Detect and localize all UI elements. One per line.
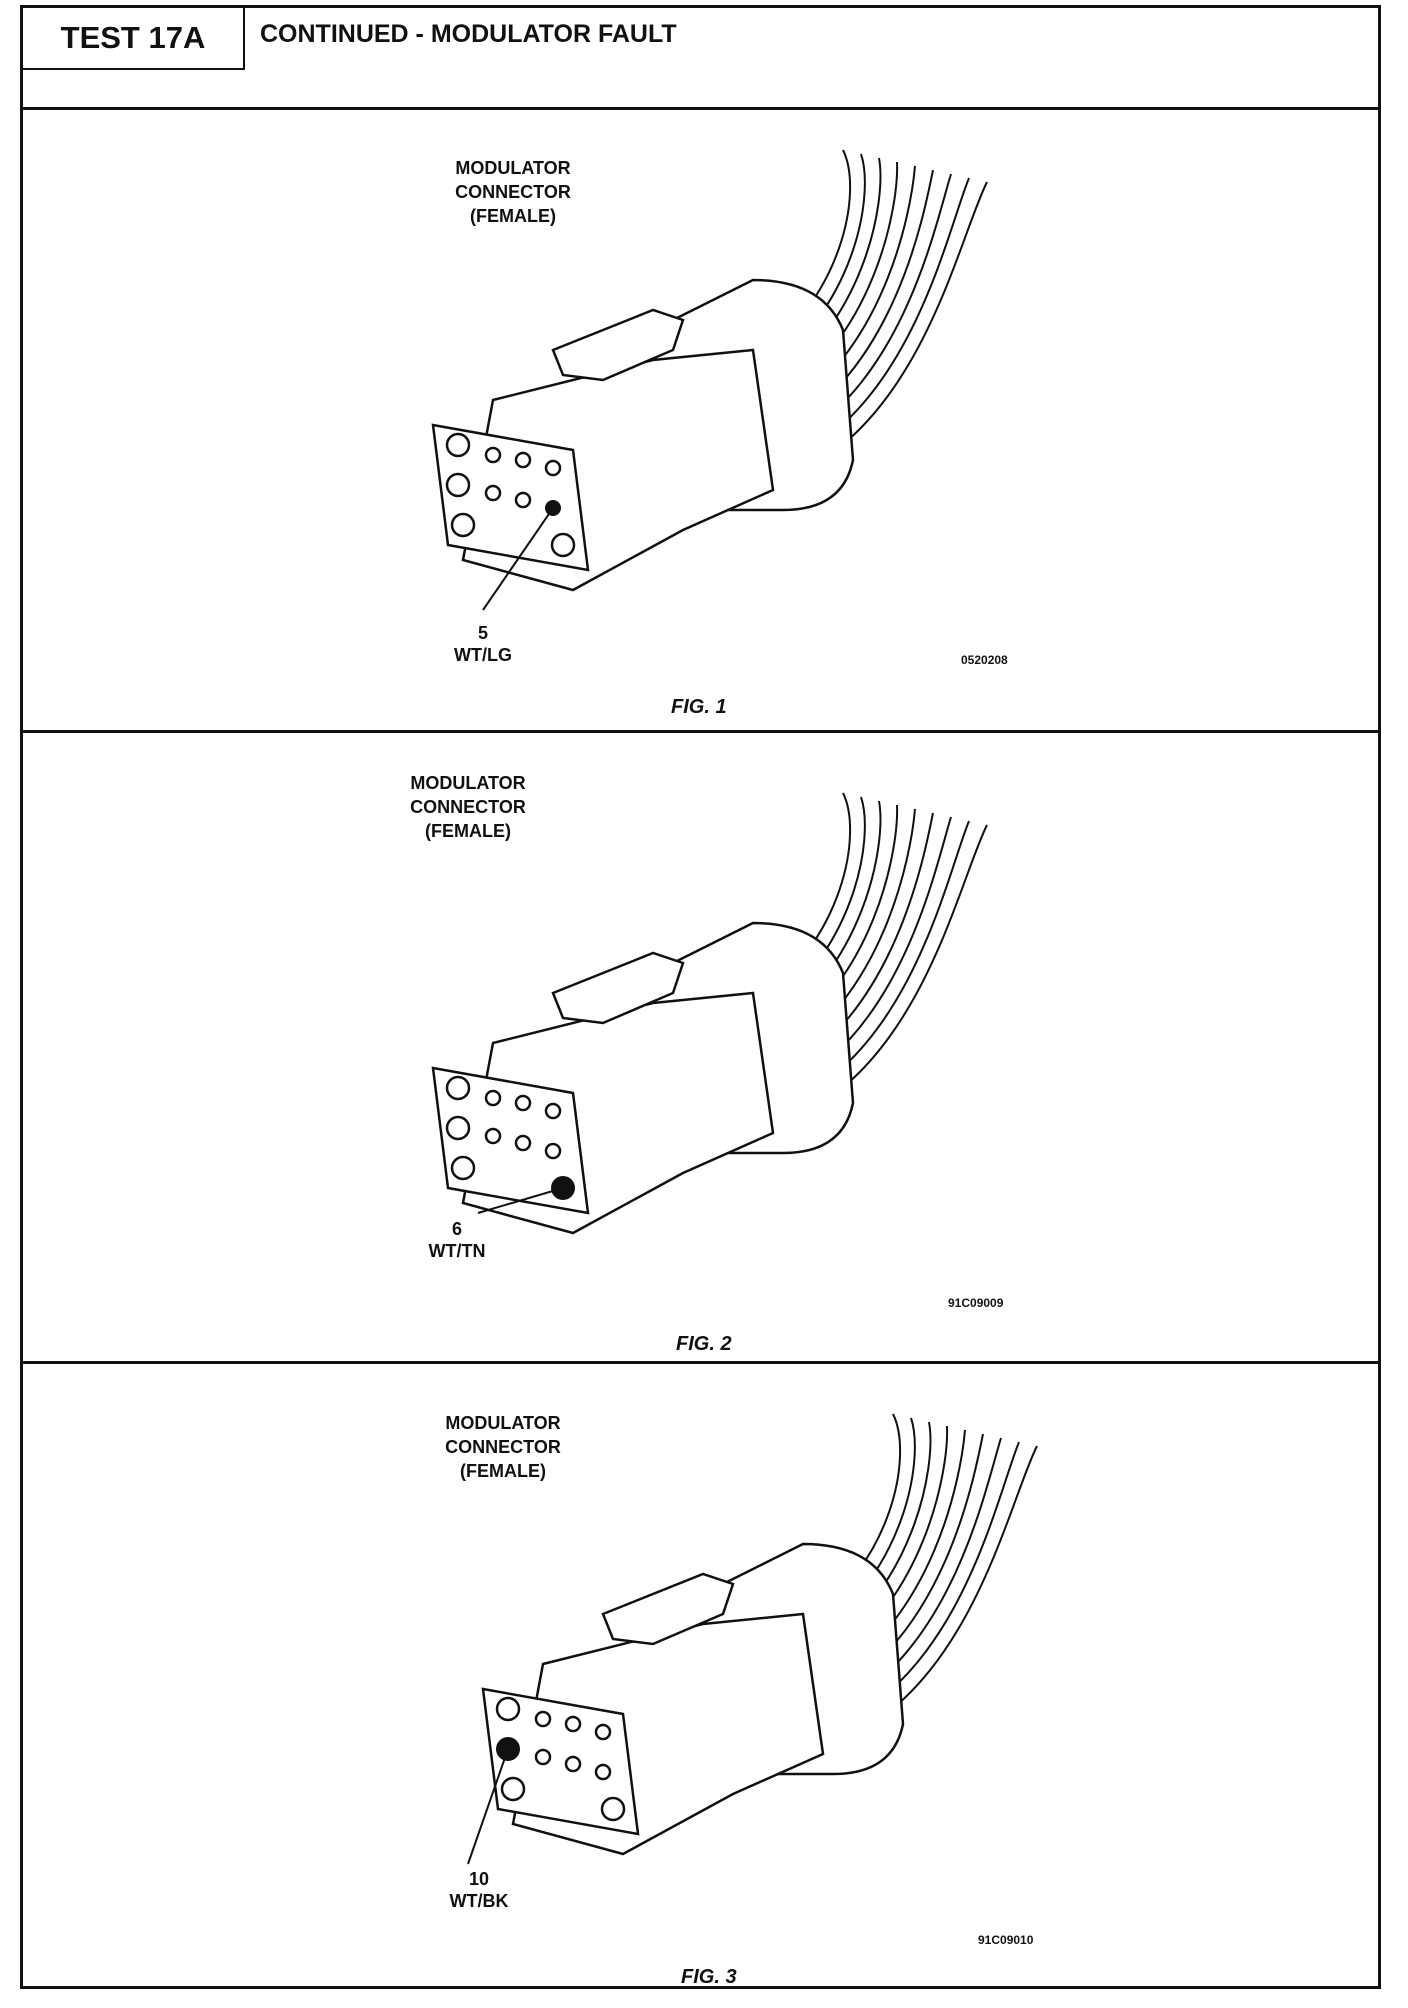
page-title: CONTINUED - MODULATOR FAULT <box>260 20 677 48</box>
pin-cavity <box>484 446 502 464</box>
connector-latch <box>551 308 685 382</box>
pin-cavity <box>564 1755 582 1773</box>
image-code: 0520208 <box>961 653 1008 667</box>
leader-line <box>482 507 554 611</box>
wire-color: WT/LG <box>454 645 512 665</box>
page-frame: TEST 17A CONTINUED - MODULATOR FAULT MOD… <box>20 5 1381 1989</box>
figure-panel-2: MODULATOR CONNECTOR (FEMALE) 6 WT/TN 91C… <box>23 733 1378 1361</box>
pin-cavity <box>450 512 476 538</box>
pin-cavity <box>445 1115 471 1141</box>
pin-cavity <box>514 451 532 469</box>
pin-cavity <box>600 1796 626 1822</box>
pin-number: 6 <box>451 1219 462 1239</box>
pin-cavity <box>534 1748 552 1766</box>
connector-illustration <box>431 149 988 611</box>
pin-cavity <box>550 532 576 558</box>
connector-latch <box>601 1572 735 1646</box>
leader-line <box>477 1187 564 1214</box>
pin-cavity <box>544 1102 562 1120</box>
connector-illustration <box>467 1413 1038 1865</box>
pin-cavity <box>500 1776 526 1802</box>
wire-color: WT/BK <box>449 1891 509 1911</box>
connector-label: MODULATOR CONNECTOR (FEMALE) <box>410 773 526 841</box>
figure-caption: FIG. 2 <box>676 1333 732 1355</box>
connector-drawing-3 <box>467 1413 1038 1865</box>
header-divider <box>23 107 1378 110</box>
connector-label: MODULATOR CONNECTOR (FEMALE) <box>455 158 571 226</box>
test-number-box: TEST 17A <box>23 8 245 70</box>
leader-line <box>467 1748 509 1865</box>
connector-drawing-2 <box>431 792 988 1235</box>
wire-color: WT/TN <box>428 1241 486 1261</box>
connector-illustration <box>431 792 988 1235</box>
image-code: 91C09009 <box>948 1296 1004 1310</box>
pin-cavity <box>564 1715 582 1733</box>
pin-cavity <box>514 1134 532 1152</box>
pin-cavity <box>534 1710 552 1728</box>
connector-label: MODULATOR CONNECTOR (FEMALE) <box>445 1413 561 1481</box>
figure-caption: FIG. 3 <box>681 1966 737 1988</box>
figure-panel-1: MODULATOR CONNECTOR (FEMALE) 5 WT/LG 052… <box>23 110 1378 730</box>
pin-cavity <box>514 1094 532 1112</box>
connector-latch <box>551 951 685 1025</box>
figure-caption: FIG. 1 <box>671 696 727 718</box>
image-code: 91C09010 <box>978 1933 1034 1947</box>
pin-cavity <box>450 1155 476 1181</box>
pin-cavity <box>445 472 471 498</box>
pin-cavity <box>514 491 532 509</box>
pin-cavity <box>594 1763 612 1781</box>
pin-cavity <box>484 1127 502 1145</box>
pin-cavity <box>495 1696 521 1722</box>
header: TEST 17A CONTINUED - MODULATOR FAULT <box>23 8 1378 70</box>
pin-cavity <box>544 459 562 477</box>
panel-divider-2 <box>23 1361 1378 1364</box>
pin-cavity <box>484 484 502 502</box>
pin-cavity <box>594 1723 612 1741</box>
figure-panel-3: MODULATOR CONNECTOR (FEMALE) 10 WT/BK 91… <box>23 1364 1378 1989</box>
panel-divider-1 <box>23 730 1378 733</box>
pin-number: 5 <box>477 623 488 643</box>
pin-cavity <box>544 1142 562 1160</box>
connector-drawing-1 <box>431 149 988 611</box>
pin-cavity <box>445 1075 471 1101</box>
pin-number: 10 <box>468 1869 490 1889</box>
pin-cavity <box>445 432 471 458</box>
pin-cavity <box>484 1089 502 1107</box>
